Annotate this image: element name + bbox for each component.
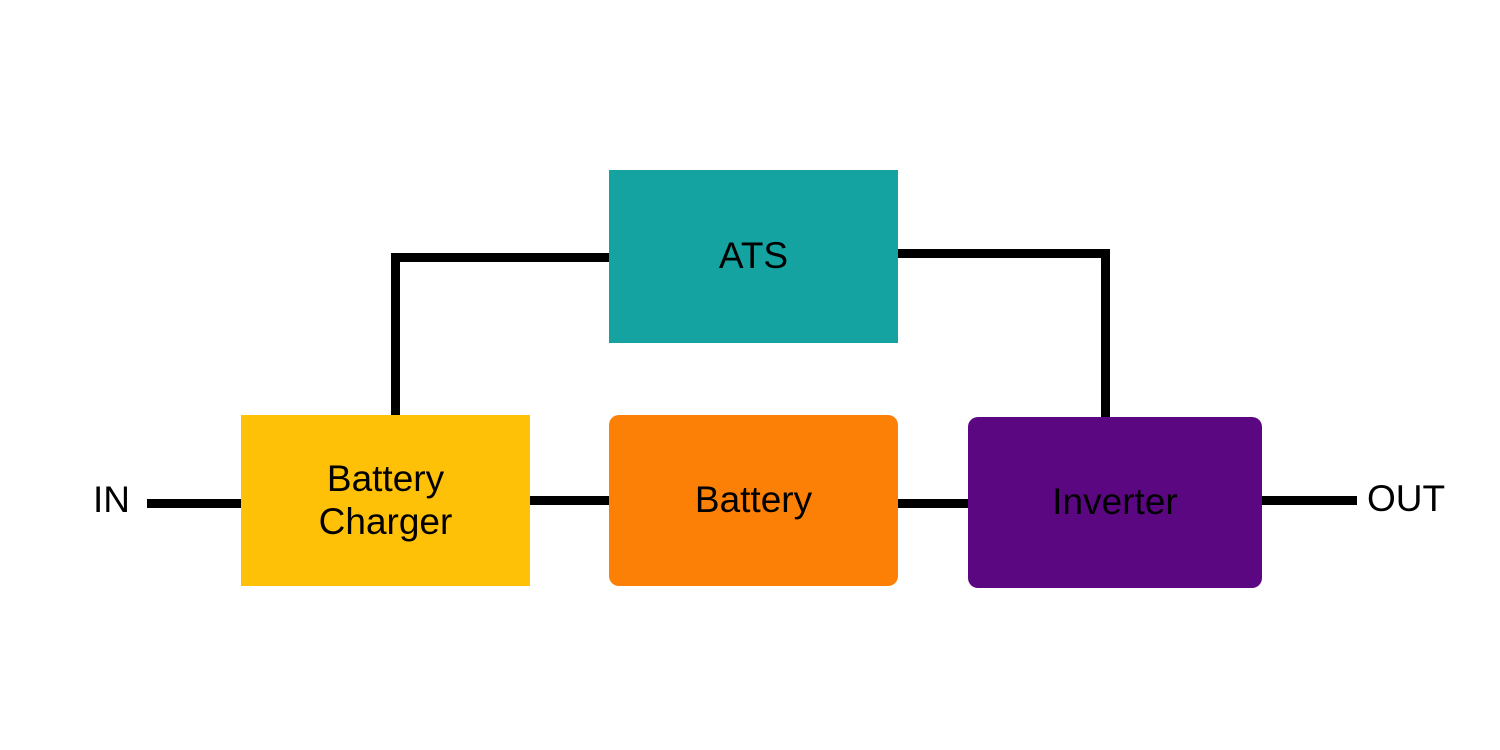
edge-battery-charger-to-ats-vertical bbox=[391, 253, 400, 415]
out-terminal-label: OUT bbox=[1367, 478, 1446, 519]
edge-battery-charger-to-battery bbox=[530, 496, 609, 505]
edge-in-to-battery-charger bbox=[147, 499, 241, 508]
battery-charger-node: Battery Charger bbox=[241, 415, 530, 586]
edge-battery-to-inverter bbox=[898, 499, 968, 508]
edge-inverter-to-out bbox=[1262, 496, 1357, 505]
edge-ats-to-inverter-vertical bbox=[1101, 249, 1110, 417]
in-terminal-label: IN bbox=[93, 479, 130, 520]
inverter-node-label: Inverter bbox=[1052, 481, 1178, 523]
inverter-node: Inverter bbox=[968, 417, 1262, 588]
edge-battery-charger-to-ats-horizontal bbox=[391, 253, 609, 262]
ats-node: ATS bbox=[609, 170, 898, 343]
edge-ats-to-inverter-horizontal bbox=[898, 249, 1110, 258]
ats-node-label: ATS bbox=[718, 235, 789, 277]
battery-charger-node-label: Battery Charger bbox=[318, 457, 453, 542]
battery-node-label: Battery bbox=[694, 479, 813, 521]
battery-node: Battery bbox=[609, 415, 898, 586]
